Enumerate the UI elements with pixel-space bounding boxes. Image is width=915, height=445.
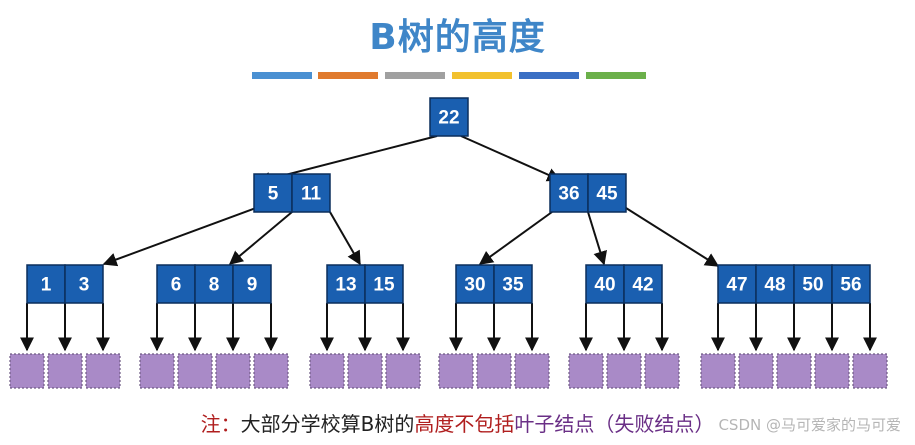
tree-edge xyxy=(587,211,607,266)
key-value: 3 xyxy=(79,275,90,296)
tree-edge xyxy=(478,211,553,265)
divider-segment xyxy=(385,72,445,79)
key-value: 15 xyxy=(373,275,395,296)
key-value: 36 xyxy=(558,184,579,205)
key-cell xyxy=(585,264,625,304)
failure-leaf xyxy=(568,353,604,389)
key-value: 5 xyxy=(268,184,279,205)
key-cell xyxy=(364,264,404,304)
color-divider xyxy=(252,72,652,79)
key-cell xyxy=(831,264,871,304)
key-value: 50 xyxy=(802,275,823,296)
failure-leaf xyxy=(139,353,175,389)
failure-leaf xyxy=(253,353,289,389)
key-value: 13 xyxy=(335,275,356,296)
key-value: 48 xyxy=(764,275,785,296)
failure-leaf xyxy=(309,353,345,389)
failure-leaf xyxy=(606,353,642,389)
key-value: 8 xyxy=(209,275,220,296)
key-cell xyxy=(587,173,627,213)
failure-leaf xyxy=(385,353,421,389)
key-cell xyxy=(326,264,366,304)
key-cell xyxy=(429,97,469,137)
failure-leaf xyxy=(814,353,850,389)
key-cell xyxy=(493,264,533,304)
leaf-level-node: 47 48 50 56 xyxy=(717,264,871,304)
key-cell xyxy=(194,264,234,304)
key-cell xyxy=(717,264,757,304)
footnote: 注：大部分学校算B树的高度不包括叶子结点（失败结点） xyxy=(0,408,915,437)
key-cell xyxy=(455,264,495,304)
failure-leaf xyxy=(738,353,774,389)
page-title: B树的高度 xyxy=(369,17,546,58)
note-text: 大部分学校算B树的 xyxy=(240,412,415,436)
key-value: 35 xyxy=(502,275,524,296)
tree-edge xyxy=(460,135,562,182)
failure-leaf xyxy=(47,353,83,389)
key-value: 42 xyxy=(632,275,653,296)
key-cell xyxy=(64,264,104,304)
key-value: 56 xyxy=(840,275,861,296)
key-value: 11 xyxy=(301,184,322,205)
internal-node: 5 11 xyxy=(253,173,331,213)
failure-leaf xyxy=(776,353,812,389)
key-value: 47 xyxy=(726,275,747,296)
divider-segment xyxy=(519,72,579,79)
failure-leaf xyxy=(852,353,888,389)
note-highlight-height: 高度不包括 xyxy=(414,412,515,436)
failure-leaf xyxy=(215,353,251,389)
key-cell xyxy=(291,173,331,213)
tree-edge xyxy=(625,207,720,267)
key-value: 6 xyxy=(171,275,182,296)
failure-leaf xyxy=(85,353,121,389)
divider-segment xyxy=(452,72,512,79)
failure-leaf xyxy=(347,353,383,389)
failure-leaf xyxy=(438,353,474,389)
note-prefix: 注： xyxy=(200,412,241,436)
leaf-level-node: 40 42 xyxy=(585,264,663,304)
leaf-level-node: 13 15 xyxy=(326,264,404,304)
leaf-level-node: 30 35 xyxy=(455,264,533,304)
key-cell xyxy=(623,264,663,304)
failure-leaf xyxy=(177,353,213,389)
divider-segment xyxy=(318,72,378,79)
key-cell xyxy=(156,264,196,304)
root-node: 22 xyxy=(429,97,469,137)
key-value: 45 xyxy=(596,184,618,205)
divider-segment xyxy=(252,72,312,79)
failure-leaf xyxy=(644,353,680,389)
failure-leaf xyxy=(476,353,512,389)
key-cell xyxy=(549,173,589,213)
tree-edge xyxy=(228,211,293,265)
divider-segment xyxy=(586,72,646,79)
key-value: 30 xyxy=(464,275,485,296)
internal-node: 36 45 xyxy=(549,173,627,213)
failure-leaf xyxy=(700,353,736,389)
key-value: 22 xyxy=(438,108,459,129)
watermark: CSDN @马可爱家的马可爱 xyxy=(718,416,901,434)
failure-leaf xyxy=(514,353,550,389)
key-value: 1 xyxy=(41,275,52,296)
note-highlight-leaves: 叶子结点（失败结点） xyxy=(514,412,715,436)
tree-edge xyxy=(102,207,257,267)
failure-leaf xyxy=(9,353,45,389)
leaf-level-node: 6 8 9 xyxy=(156,264,272,304)
key-value: 40 xyxy=(594,275,615,296)
key-value: 9 xyxy=(247,275,258,296)
tree-edge xyxy=(329,211,361,266)
key-cell xyxy=(232,264,272,304)
